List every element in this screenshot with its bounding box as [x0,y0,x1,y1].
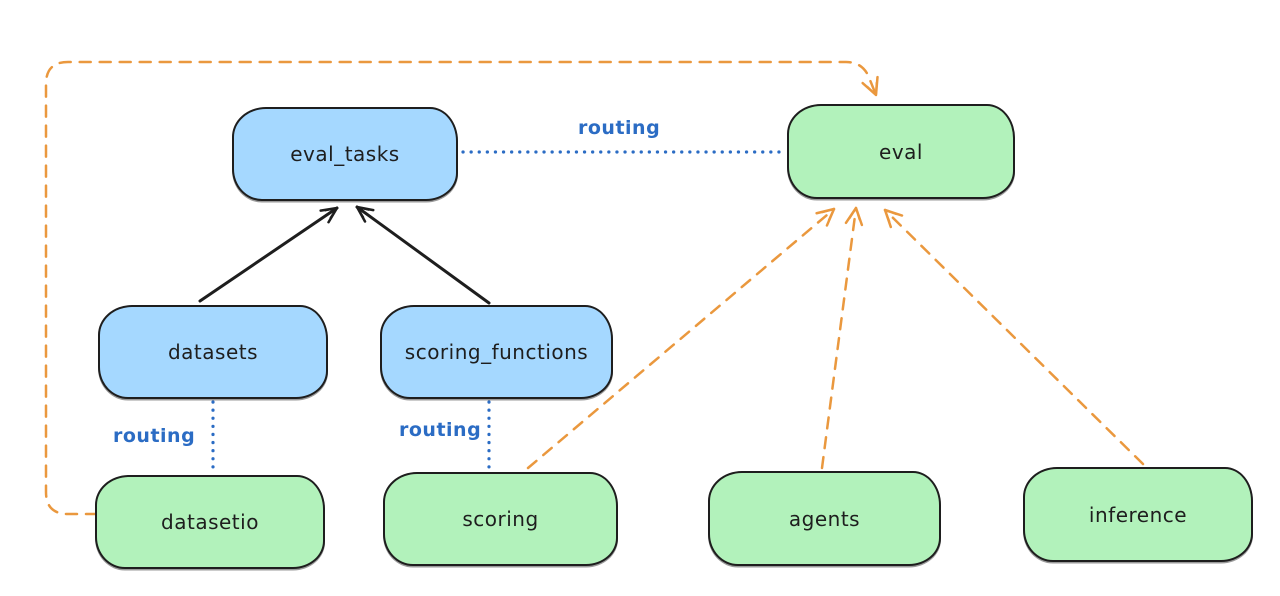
routing-label-datasets-datasetio: routing [113,425,196,447]
routing-label-eval-tasks-eval: routing [578,117,661,139]
node-agents-label: agents [788,506,861,531]
node-inference[interactable]: inference [1023,467,1253,562]
node-eval[interactable]: eval [787,104,1015,199]
node-scoring-functions[interactable]: scoring_functions [380,305,613,399]
node-datasets[interactable]: datasets [98,305,328,399]
node-datasetio-label: datasetio [161,510,259,534]
node-scoring-label: scoring [462,507,539,531]
edge-scoring-functions-to-eval-tasks[interactable] [355,205,491,305]
node-scoring-functions-label: scoring_functions [404,340,589,364]
edge-scoring-to-eval[interactable] [526,207,836,470]
node-eval-label: eval [879,139,923,164]
node-eval-tasks-label: eval_tasks [290,142,400,166]
edge-datasetio-to-eval[interactable] [44,60,879,516]
edge-agents-to-eval[interactable] [820,206,864,470]
node-agents[interactable]: agents [708,471,941,566]
node-scoring[interactable]: scoring [383,472,618,566]
edge-inference-to-eval[interactable] [883,208,1145,466]
node-datasetio[interactable]: datasetio [95,475,325,569]
node-datasets-label: datasets [167,340,259,364]
routing-label-scoring-functions-scoring: routing [399,419,482,441]
node-eval-tasks[interactable]: eval_tasks [232,107,458,201]
node-inference-label: inference [1088,502,1188,527]
edge-datasets-to-eval-tasks[interactable] [198,206,339,303]
